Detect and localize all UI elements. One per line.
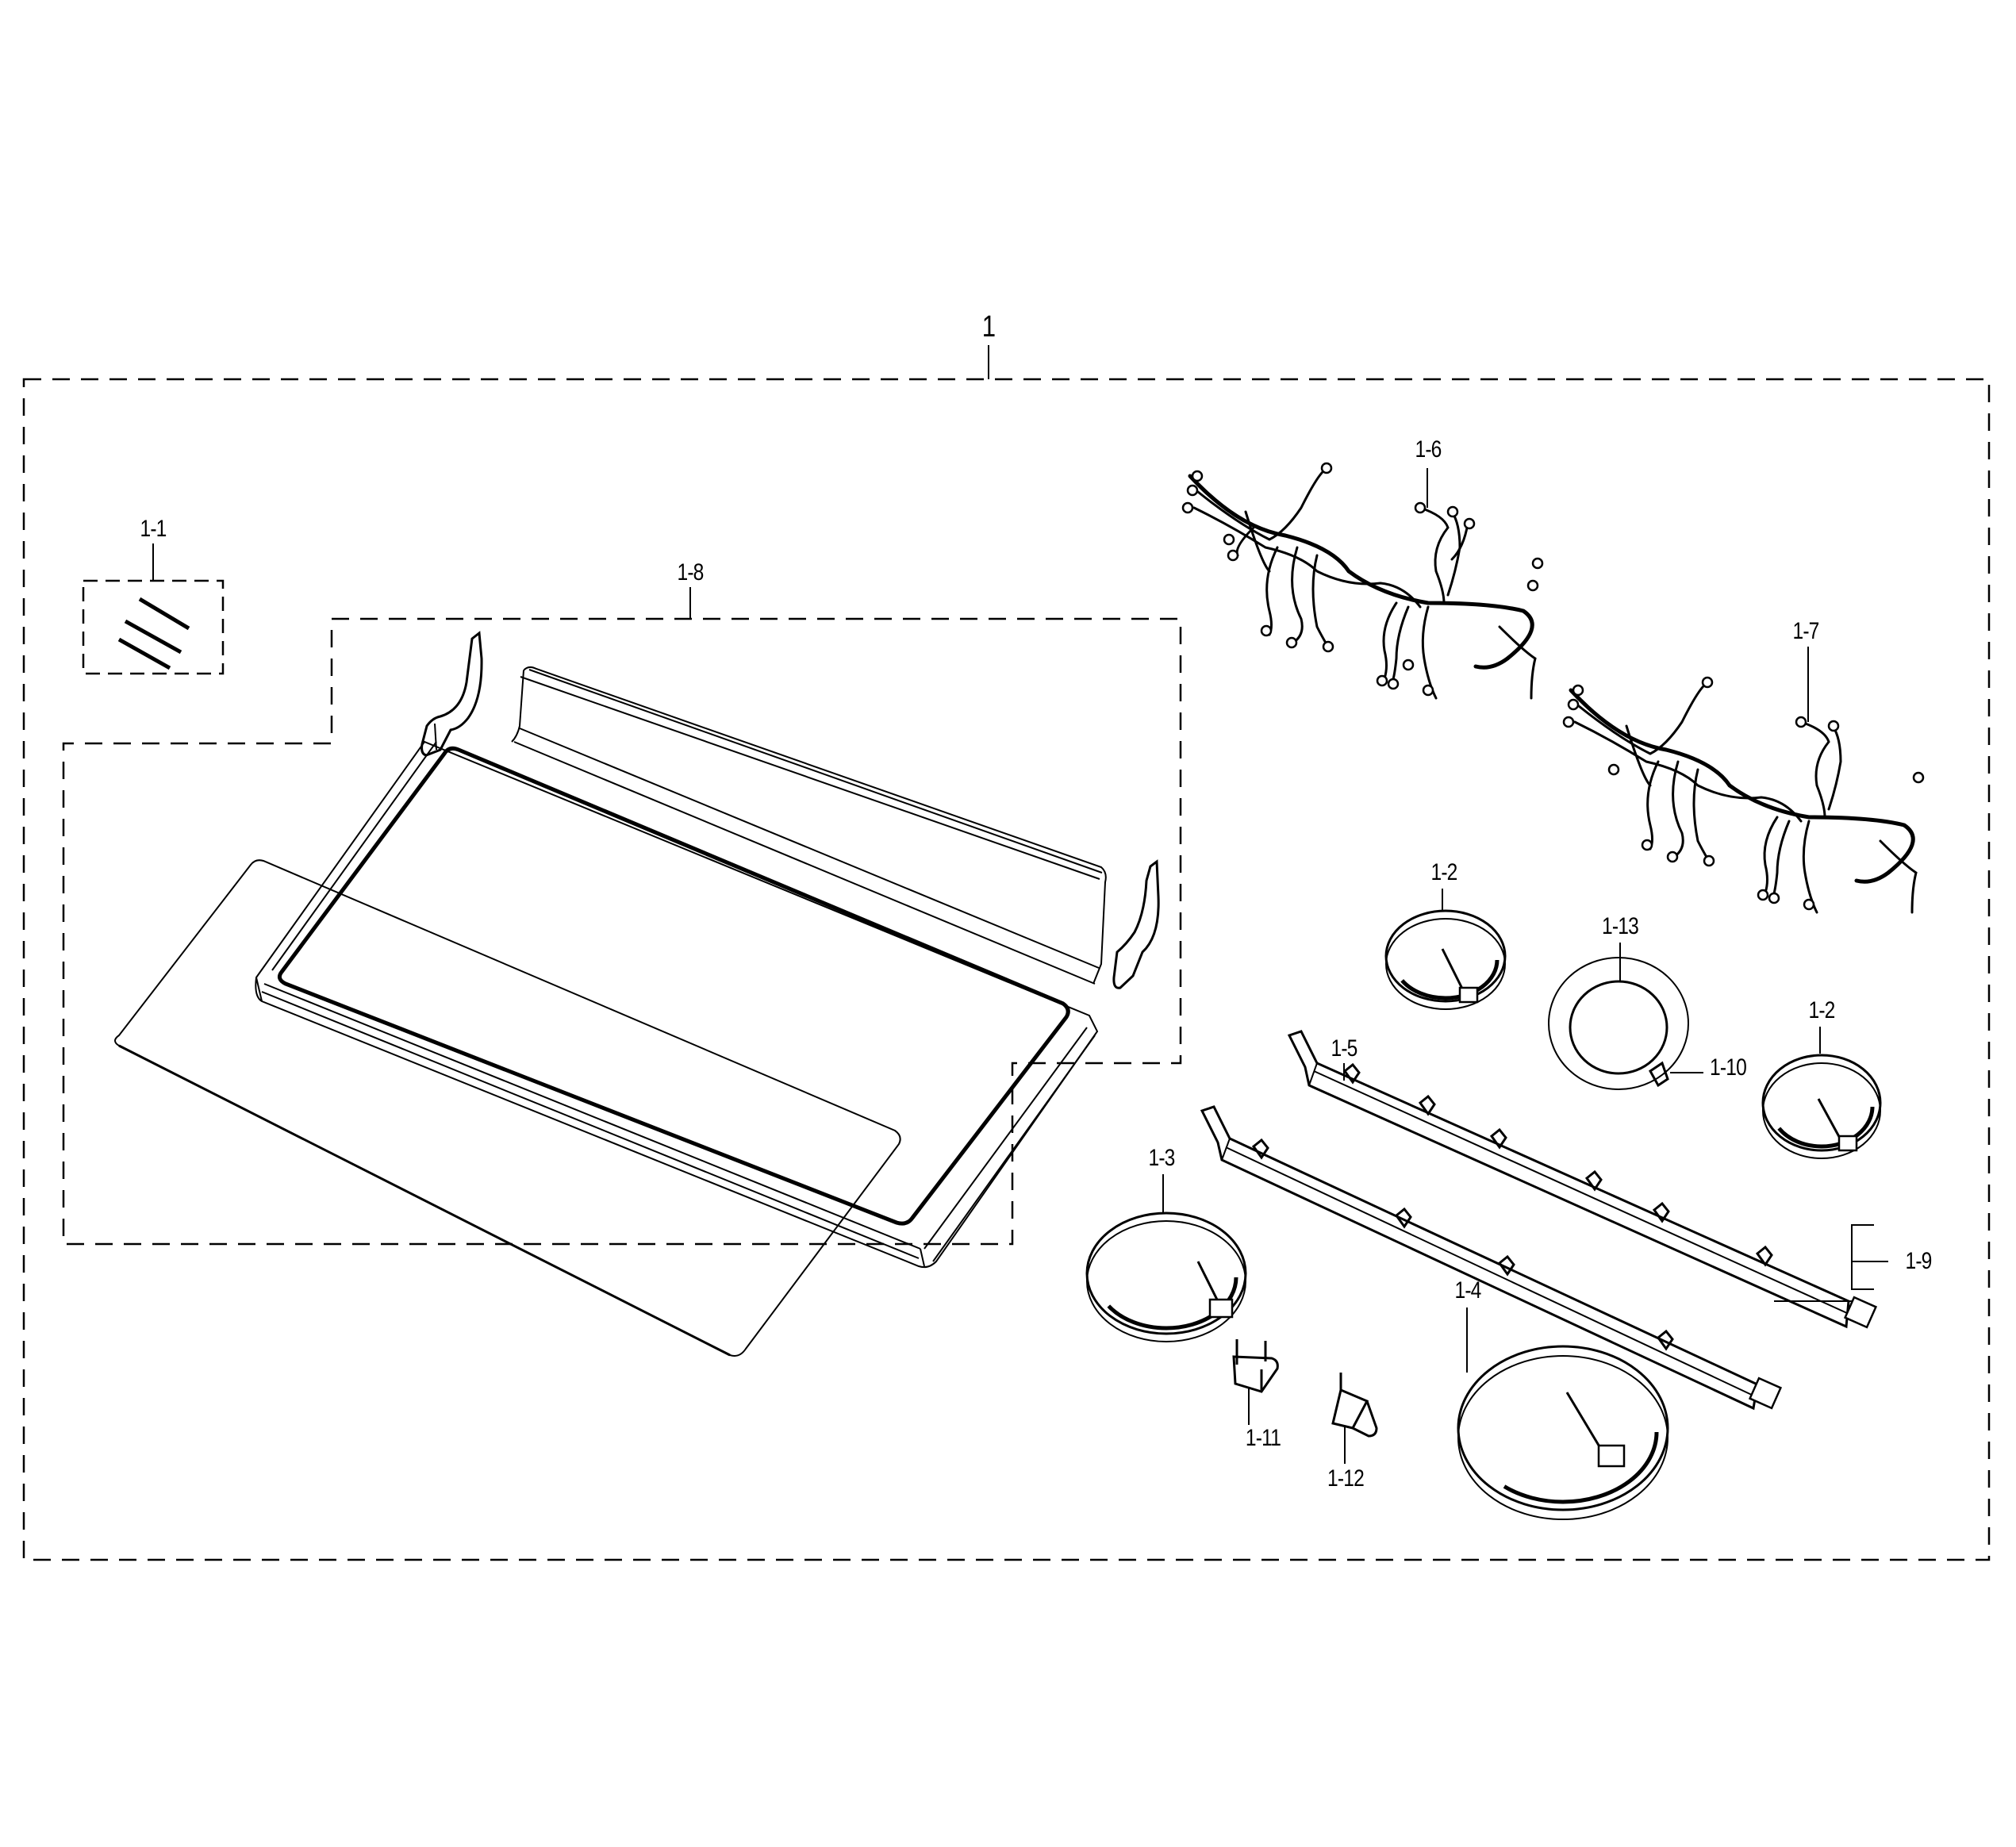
callout-1-10[interactable]: 1-10 xyxy=(1710,1054,1747,1081)
callout-1-8[interactable]: 1-8 xyxy=(677,559,704,586)
part-1-13-ring[interactable] xyxy=(1548,943,1689,1090)
part-1-10-clip[interactable] xyxy=(1649,1061,1703,1088)
part-1-6-wire-harness[interactable] xyxy=(1181,462,1544,700)
assembly-frame xyxy=(22,345,1991,1561)
callout-1-7[interactable]: 1-7 xyxy=(1792,618,1819,644)
part-1-12-bracket[interactable] xyxy=(1331,1373,1378,1464)
callout-1-12[interactable]: 1-12 xyxy=(1327,1465,1365,1492)
callout-1-1[interactable]: 1-1 xyxy=(140,516,167,542)
callout-1-4[interactable]: 1-4 xyxy=(1454,1277,1481,1304)
callout-1-11[interactable]: 1-11 xyxy=(1245,1425,1281,1451)
part-1-2-element-right[interactable] xyxy=(1761,1027,1882,1159)
callout-1-3[interactable]: 1-3 xyxy=(1148,1145,1175,1171)
part-1-7-wire-harness[interactable] xyxy=(1562,647,1925,914)
part-1-8-side-bracket-left[interactable] xyxy=(420,631,483,757)
callout-1-2-right[interactable]: 1-2 xyxy=(1808,997,1835,1023)
part-1-2-element-rear[interactable] xyxy=(1384,889,1507,1010)
rail-clip-icons xyxy=(1251,1062,1773,1351)
part-1-4-element[interactable] xyxy=(1457,1307,1669,1520)
part-1-11-bracket[interactable] xyxy=(1232,1339,1279,1425)
part-1-8-subframe xyxy=(62,587,1182,1246)
part-1-8-cooktop[interactable] xyxy=(114,666,1107,1357)
callout-1-2-rear[interactable]: 1-2 xyxy=(1430,859,1457,885)
part-1-3-element[interactable] xyxy=(1085,1174,1247,1342)
part-1-9-support-rails[interactable] xyxy=(1200,1030,1888,1411)
callout-1-6[interactable]: 1-6 xyxy=(1415,436,1442,463)
callout-1-5[interactable]: 1-5 xyxy=(1331,1035,1357,1062)
callout-1-13[interactable]: 1-13 xyxy=(1602,913,1639,939)
part-1-8-side-bracket-right[interactable] xyxy=(1112,859,1160,989)
callout-1-9[interactable]: 1-9 xyxy=(1905,1248,1932,1274)
assembly-label: 1 xyxy=(981,310,996,344)
part-1-1-seal-strips[interactable] xyxy=(82,543,225,675)
